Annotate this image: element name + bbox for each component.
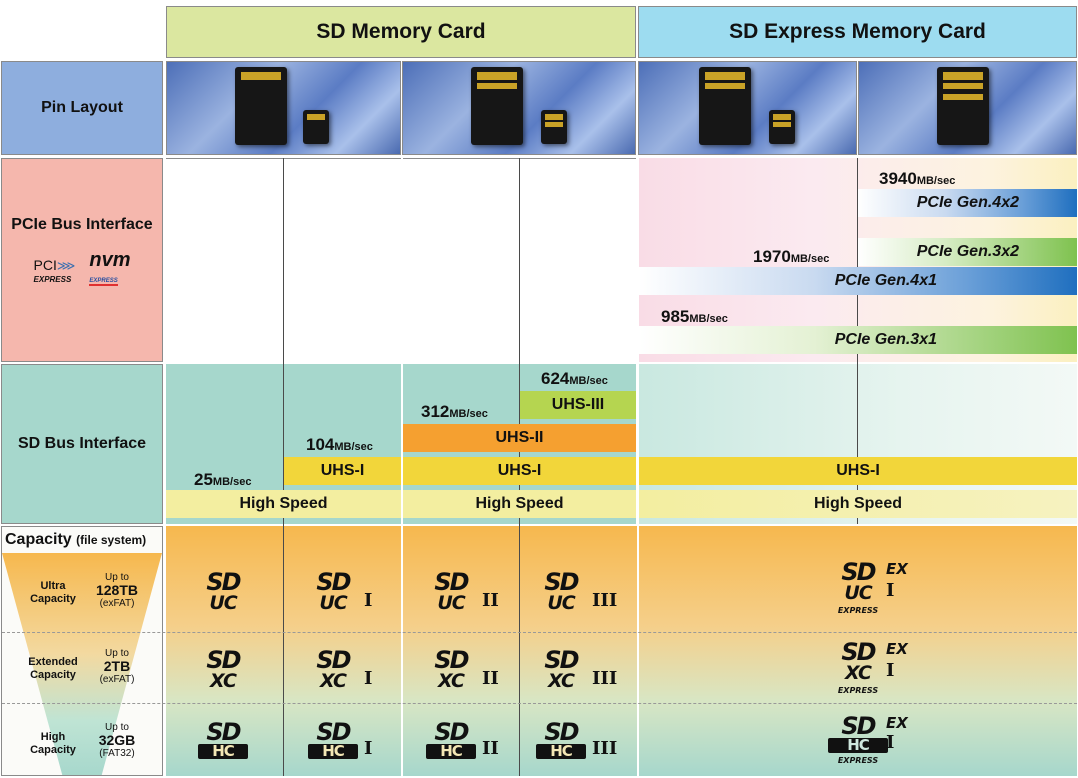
sd-card-1: [235, 67, 287, 145]
high-speed-bar-1: High Speed: [166, 490, 401, 518]
pcie-logos: PCI⋙ EXPRESS nvm EXPRESS: [33, 249, 131, 286]
row-label-pcie: PCIe Bus Interface PCI⋙ EXPRESS nvm EXPR…: [1, 158, 163, 362]
nvm-express-logo: nvm EXPRESS: [89, 249, 131, 286]
uhs2-bar: UHS-II: [403, 424, 636, 452]
header-sd-express-memory-card: SD Express Memory Card: [638, 6, 1077, 58]
speed-312: 312MB/sec: [421, 402, 488, 421]
pin-image-4: [858, 61, 1077, 155]
pcie-gen4x1-bar: PCIe Gen.4x1: [639, 267, 1077, 295]
pcie-gen3x2-bar: PCIe Gen.3x2: [858, 238, 1077, 266]
uhs1-bar-2: UHS-I: [403, 457, 636, 485]
capacity-separator-1: [2, 632, 1077, 633]
microsd-card-2: [541, 110, 567, 144]
capacity-row-area: [166, 526, 1077, 776]
speed-3940: 3940MB/sec: [879, 169, 956, 188]
speed-1970: 1970MB/sec: [753, 247, 830, 266]
row-label-pin-layout: Pin Layout: [1, 61, 163, 155]
row-label-sd-bus: SD Bus Interface: [1, 364, 163, 524]
speed-985: 985MB/sec: [661, 307, 728, 326]
capacity-title: Capacity (file system): [5, 531, 146, 549]
capacity-separator-2: [2, 703, 1077, 704]
pci-arrow-icon: ⋙: [56, 257, 76, 273]
pcie-label-text: PCIe Bus Interface: [11, 216, 153, 233]
speed-624: 624MB/sec: [541, 369, 608, 388]
pin-image-1: [166, 61, 401, 155]
sd-card-2: [471, 67, 523, 145]
speed-104: 104MB/sec: [306, 435, 373, 454]
divider-1: [283, 158, 284, 776]
pcie-gen4x2-bar: PCIe Gen.4x2: [858, 189, 1077, 217]
high-speed-bar-2: High Speed: [403, 490, 636, 518]
sd-card-3: [699, 67, 751, 145]
uhs3-bar: UHS-III: [520, 391, 636, 419]
capacity-label-column: Capacity (file system): [1, 526, 163, 776]
pci-express-logo: PCI⋙ EXPRESS: [33, 256, 76, 285]
pci-express-text: EXPRESS: [33, 275, 72, 285]
uhs1-bar-3: UHS-I: [639, 457, 1077, 485]
pci-logo-text: PCI: [33, 256, 57, 273]
divider-4: [637, 158, 639, 776]
nvm-logo-text: nvm: [89, 249, 131, 271]
microsd-card-3: [769, 110, 795, 144]
nvm-express-text: EXPRESS: [89, 278, 118, 286]
high-speed-bar-3: High Speed: [639, 490, 1077, 518]
speed-25: 25MB/sec: [194, 470, 252, 489]
pin-image-2: [402, 61, 636, 155]
pcie-gen3x1-bar: PCIe Gen.3x1: [639, 326, 1077, 354]
uhs1-bar-1: UHS-I: [284, 457, 401, 485]
capacity-fs-text: (file system): [76, 533, 147, 547]
header-sd-memory-card: SD Memory Card: [166, 6, 636, 58]
sd-card-4: [937, 67, 989, 145]
microsd-card-1: [303, 110, 329, 144]
divider-2: [401, 158, 403, 776]
pin-image-3: [638, 61, 857, 155]
capacity-title-text: Capacity: [5, 531, 72, 548]
